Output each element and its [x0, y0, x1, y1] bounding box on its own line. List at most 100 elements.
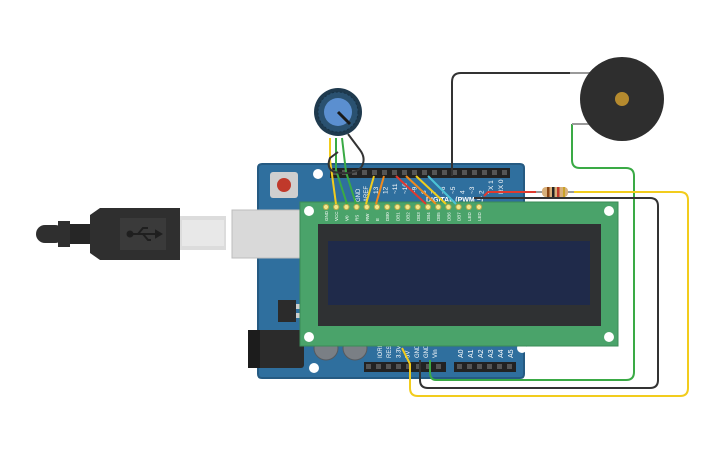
digital-pin-label: RX 0 [498, 179, 505, 194]
analog-pin-label: A5 [508, 349, 515, 358]
header-socket[interactable] [482, 170, 487, 175]
piezo-buzzer[interactable] [570, 57, 664, 141]
gnd-label: GND [356, 188, 362, 202]
lcd-screen [328, 241, 590, 305]
header-socket[interactable] [497, 364, 502, 369]
power-pin-label: IOREF [378, 339, 384, 358]
header-socket[interactable] [396, 364, 401, 369]
power-header [364, 362, 446, 372]
wire-buzzer-signal[interactable] [429, 124, 635, 381]
wires[interactable] [327, 72, 689, 397]
header-socket[interactable] [502, 170, 507, 175]
digital-pin-label: ~9 [411, 186, 418, 194]
lcd-pin[interactable] [445, 203, 452, 211]
lcd-pin-label: RW [365, 213, 370, 221]
lcd-pin[interactable] [353, 203, 360, 211]
wire-5v-rail[interactable] [401, 191, 689, 397]
header-socket[interactable] [406, 364, 411, 369]
analog-header [454, 362, 516, 372]
analog-pin-label: A0 [458, 349, 465, 358]
lcd-pin-label: LED [467, 211, 472, 221]
power-pin-label: GND [424, 344, 430, 358]
lcd-pin[interactable] [384, 203, 391, 211]
lcd-pin[interactable] [373, 203, 381, 211]
resistor[interactable] [536, 187, 574, 197]
header-socket[interactable] [416, 364, 421, 369]
lcd-pin[interactable] [333, 203, 340, 211]
lcd-pin[interactable] [404, 203, 411, 211]
lcd-pin[interactable] [424, 203, 432, 211]
wire-db7[interactable] [427, 175, 457, 205]
potentiometer[interactable] [314, 88, 362, 136]
lcd-pin[interactable] [435, 203, 442, 211]
lcd-pin[interactable] [322, 203, 330, 211]
header-socket[interactable] [392, 170, 397, 175]
digital-pin-label: ~5 [450, 186, 457, 194]
lcd-pin-label: V0 [344, 215, 349, 221]
lcd-pin[interactable] [465, 203, 472, 211]
header-socket[interactable] [412, 170, 417, 175]
header-socket[interactable] [457, 364, 462, 369]
aref-label: AREF [364, 186, 370, 202]
lcd-mounting-hole [604, 332, 614, 342]
digital-pin-label: 13 [373, 186, 380, 194]
wire-led-resistor[interactable] [483, 191, 542, 197]
power-jack [248, 330, 304, 368]
header-socket[interactable] [422, 170, 427, 175]
header-socket[interactable] [376, 364, 381, 369]
digital-pin-label: ~10 [402, 183, 409, 194]
header-socket[interactable] [432, 170, 437, 175]
header-socket[interactable] [507, 364, 512, 369]
header-socket[interactable] [366, 364, 371, 369]
header-socket[interactable] [452, 170, 457, 175]
header-socket[interactable] [472, 170, 477, 175]
lcd-pin[interactable] [363, 203, 370, 211]
lcd-pin-label: DB7 [457, 212, 462, 221]
header-socket[interactable] [426, 364, 431, 369]
lcd-pin[interactable] [394, 203, 401, 211]
header-socket[interactable] [462, 170, 467, 175]
wire-db6[interactable] [415, 175, 447, 205]
usb-cable[interactable] [36, 208, 226, 260]
mounting-hole [309, 363, 319, 373]
header-socket[interactable] [436, 364, 441, 369]
header-socket[interactable] [386, 364, 391, 369]
header-socket[interactable] [487, 364, 492, 369]
header-socket[interactable] [467, 364, 472, 369]
lcd-pin-label: E [375, 218, 380, 221]
digital-pin-label: 4 [459, 190, 466, 194]
digital-header [330, 168, 510, 178]
wire-db4[interactable] [395, 175, 427, 205]
lcd-mounting-hole [604, 206, 614, 216]
lcd-pin-label: RS [355, 215, 360, 221]
wire-pot-green-2[interactable] [341, 137, 357, 205]
lcd-pin-label: DB4 [426, 212, 431, 221]
wire-rs[interactable] [365, 175, 375, 205]
wire-db5[interactable] [405, 175, 437, 205]
reset-button[interactable] [270, 172, 298, 198]
analog-pin-label: A4 [498, 349, 505, 358]
header-socket[interactable] [372, 170, 377, 175]
digital-header-label: DIGITAL (PWM ~) [426, 197, 483, 204]
digital-pin-label: ~6 [440, 186, 447, 194]
header-socket[interactable] [492, 170, 497, 175]
header-socket[interactable] [382, 170, 387, 175]
lcd-pin[interactable] [343, 203, 350, 211]
header-socket[interactable] [402, 170, 407, 175]
voltage-regulator [278, 300, 296, 322]
lcd-pin[interactable] [455, 203, 462, 211]
wire-pot-green-1[interactable] [335, 138, 348, 205]
wire-pot-black[interactable] [327, 133, 365, 175]
header-socket[interactable] [477, 364, 482, 369]
lcd-pin-label: VCC [334, 211, 339, 221]
header-socket[interactable] [362, 170, 367, 175]
lcd-pin-label: DB6 [446, 212, 451, 221]
lcd-pin[interactable] [414, 203, 421, 211]
wire-e[interactable] [375, 175, 385, 205]
wire-gnd-rail[interactable] [419, 197, 659, 389]
wire-buzzer-gnd[interactable] [451, 72, 582, 176]
header-socket[interactable] [442, 170, 447, 175]
lcd-pin[interactable] [475, 203, 483, 211]
